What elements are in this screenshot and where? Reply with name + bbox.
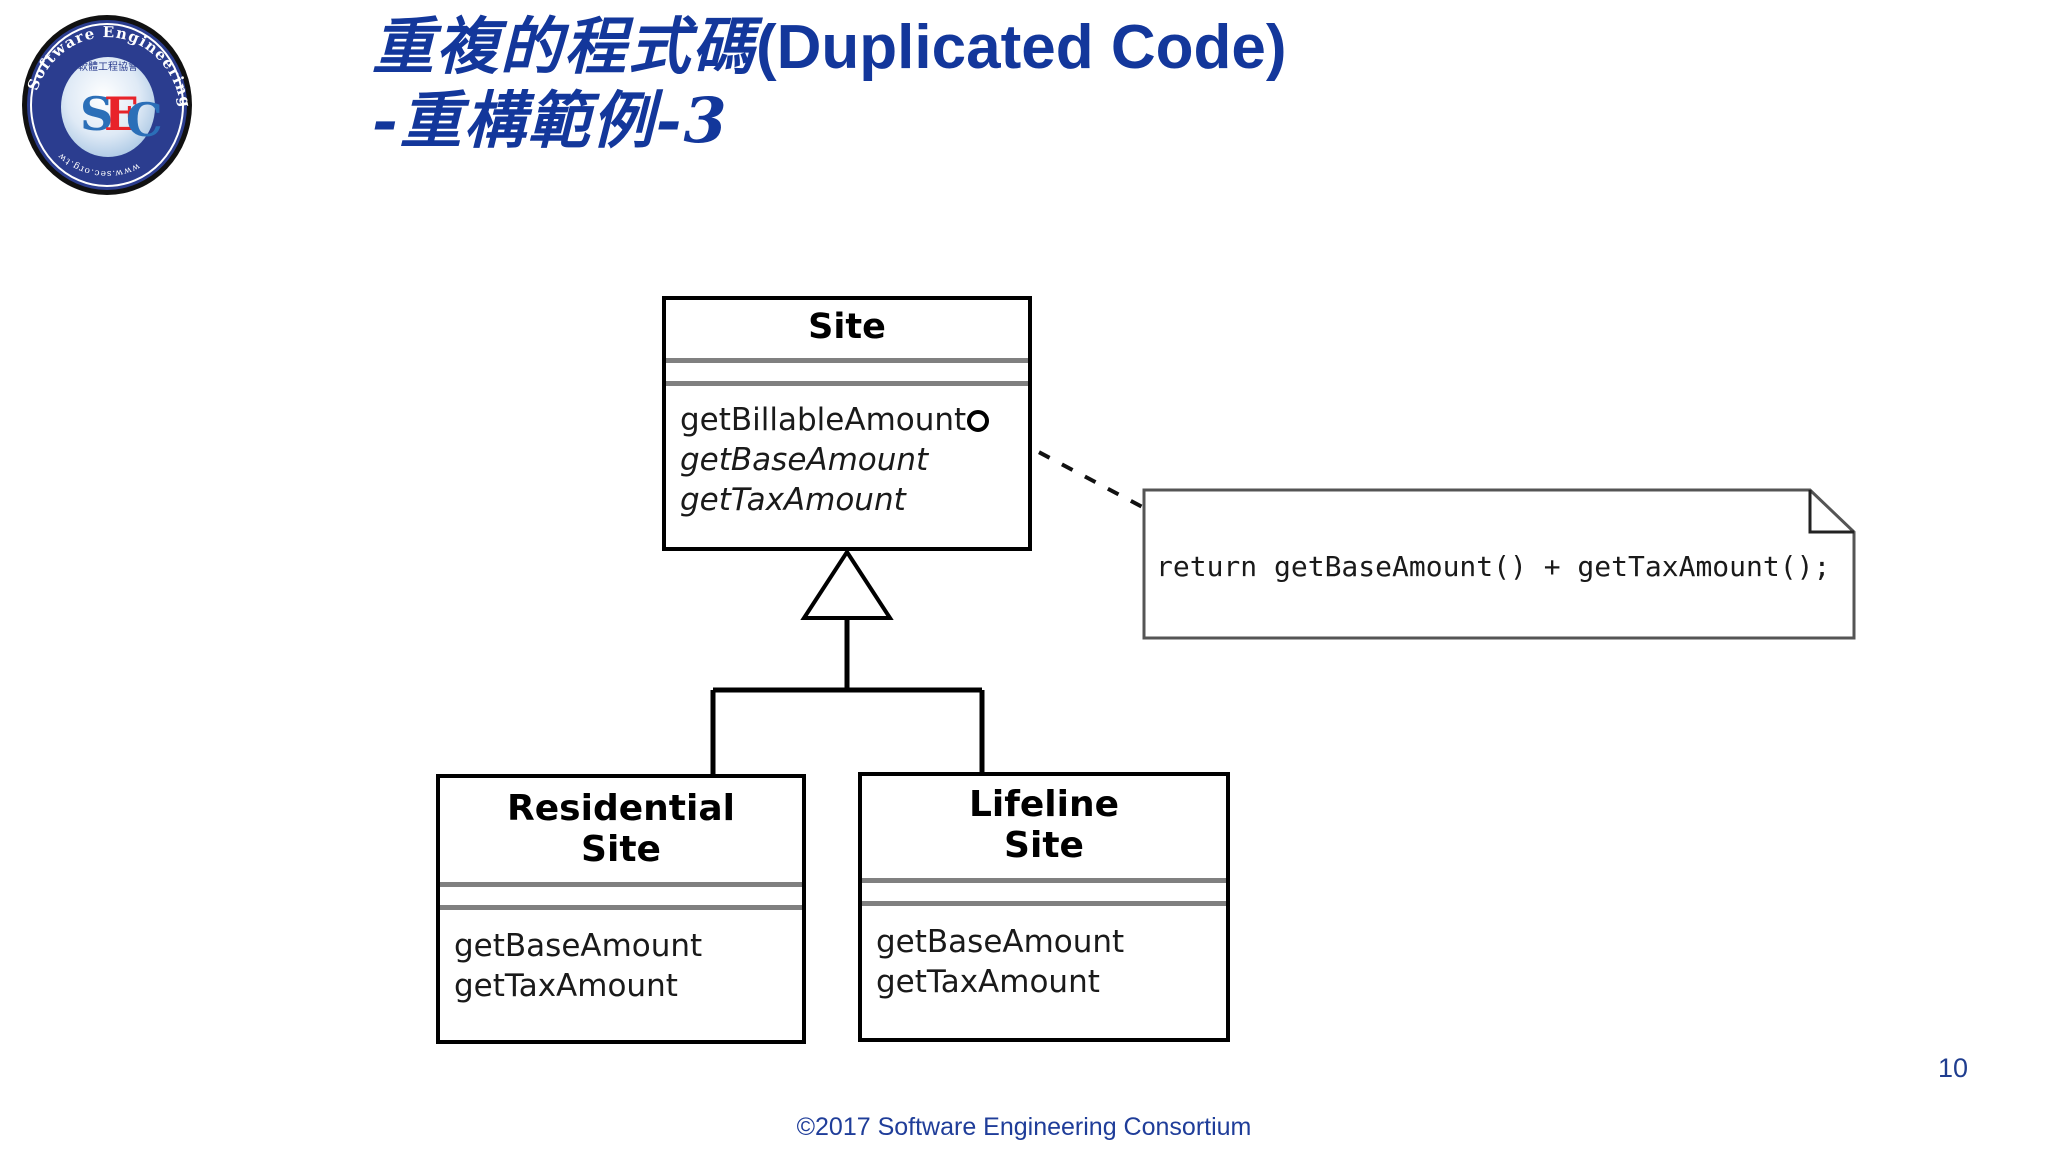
- page-number: 10: [1937, 1053, 1968, 1083]
- title-line-1: 重複的程式碼(Duplicated Code): [372, 12, 1772, 82]
- page-title: 重複的程式碼(Duplicated Code) -重構範例-3: [372, 12, 1772, 156]
- uml-separator: [862, 878, 1226, 884]
- svg-text:E: E: [104, 87, 139, 141]
- footer-copyright: ©2017 Software Engineering Consortium: [796, 1113, 1252, 1141]
- uml-class-site[interactable]: Site getBillableAmount getBaseAmount get…: [662, 296, 1032, 551]
- sec-logo: Software Engineering Consortium www.sec.…: [9, 0, 196, 197]
- uml-note-text: return getBaseAmount() + getTaxAmount();: [1156, 550, 1831, 583]
- uml-class-site-operations: getBillableAmount getBaseAmount getTaxAm…: [666, 386, 1028, 527]
- svg-text:軟體工程協會: 軟體工程協會: [78, 60, 138, 73]
- uml-operation: getBaseAmount: [876, 924, 1125, 961]
- uml-note-shape: [1142, 488, 1856, 640]
- uml-class-name-line: Site: [581, 829, 661, 871]
- note-anchor-circle-icon: [967, 409, 990, 432]
- title-line-2: -重構範例-3: [372, 84, 729, 158]
- uml-separator: [440, 905, 802, 911]
- uml-class-residential-site-attributes: [440, 887, 802, 905]
- uml-class-residential-site[interactable]: Residential Site getBaseAmount getTaxAmo…: [436, 774, 806, 1044]
- uml-operation-label: getBillableAmount: [680, 401, 967, 438]
- uml-class-site-name: Site: [808, 307, 886, 347]
- uml-class-name-line: Site: [1004, 825, 1084, 867]
- sec-logo-icon: Software Engineering Consortium www.sec.…: [9, 0, 193, 195]
- uml-separator: [440, 882, 802, 888]
- uml-operation: getBaseAmount: [454, 928, 703, 965]
- uml-class-lifeline-site-attributes: [862, 883, 1226, 901]
- svg-text:S: S: [80, 87, 113, 141]
- uml-note[interactable]: return getBaseAmount() + getTaxAmount();: [1142, 488, 1856, 640]
- uml-operation: getTaxAmount: [876, 964, 1100, 1001]
- note-anchor-line: [1015, 438, 1149, 512]
- title-line-1-latin: (Duplicated Code): [756, 13, 1287, 82]
- uml-class-name-line: Lifeline: [968, 784, 1120, 825]
- note-fold-corner-icon: [1808, 490, 1854, 534]
- uml-class-lifeline-site-name: Lifeline Site: [862, 776, 1226, 878]
- uml-operation: getBillableAmount: [680, 400, 1028, 440]
- uml-operation: getTaxAmount: [680, 482, 906, 519]
- uml-class-lifeline-site-operations: getBaseAmount getTaxAmount: [862, 906, 1226, 1009]
- uml-separator: [862, 901, 1226, 907]
- uml-class-residential-site-operations: getBaseAmount getTaxAmount: [440, 910, 802, 1013]
- uml-separator: [666, 380, 1028, 386]
- uml-class-name-line: Residential: [507, 788, 735, 829]
- uml-operation: getBaseAmount: [680, 442, 929, 479]
- uml-class-residential-site-name: Residential Site: [440, 778, 802, 882]
- uml-class-lifeline-site[interactable]: Lifeline Site getBaseAmount getTaxAmount: [858, 772, 1230, 1042]
- inheritance-triangle: [800, 548, 894, 620]
- title-line-1-cjk: 重複的程式碼: [372, 10, 757, 83]
- uml-operation: getTaxAmount: [454, 968, 678, 1005]
- svg-text:C: C: [126, 93, 163, 147]
- uml-separator: [666, 357, 1028, 363]
- uml-class-site-attributes: [666, 363, 1028, 381]
